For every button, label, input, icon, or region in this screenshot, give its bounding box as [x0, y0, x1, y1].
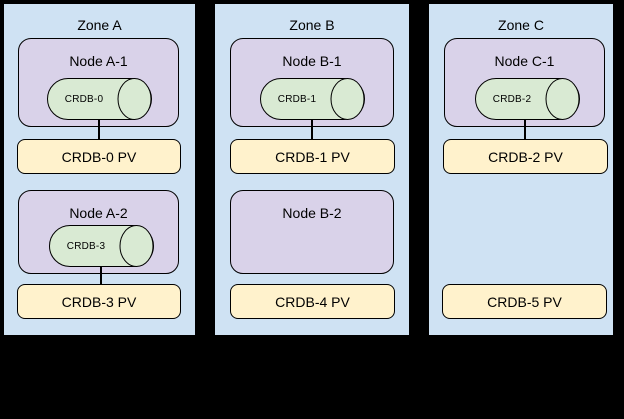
zone-c-title: Zone C	[498, 17, 544, 33]
database-cylinder-icon	[49, 225, 154, 267]
database-cylinder-icon	[47, 78, 152, 120]
pv-crdb-5: CRDB-5 PV	[442, 284, 607, 319]
node-b-2-title: Node B-2	[282, 205, 342, 221]
node-a-2-title: Node A-2	[69, 205, 128, 221]
database-cylinder-icon	[475, 78, 580, 120]
connector-line	[100, 266, 102, 284]
zone-b-title: Zone B	[289, 17, 335, 33]
connector-line	[98, 119, 100, 139]
pod-crdb-3: CRDB-3	[49, 225, 154, 267]
pod-crdb-2: CRDB-2	[475, 78, 580, 120]
pv-crdb-2: CRDB-2 PV	[443, 139, 608, 174]
pod-crdb-1: CRDB-1	[260, 78, 365, 120]
pod-crdb-0-label: CRDB-0	[64, 93, 104, 105]
pod-crdb-3-label: CRDB-3	[66, 240, 106, 252]
pv-crdb-3-label: CRDB-3 PV	[61, 293, 137, 310]
node-b-1-title: Node B-1	[282, 53, 342, 69]
pv-crdb-4: CRDB-4 PV	[230, 284, 395, 319]
node-b-2-box: Node B-2	[230, 190, 394, 274]
connector-line	[311, 119, 313, 139]
zone-a-title: Zone A	[77, 17, 122, 33]
database-cylinder-icon	[260, 78, 365, 120]
node-c-1-title: Node C-1	[494, 53, 555, 69]
node-a-1-box: Node A-1 CRDB-0	[18, 38, 179, 127]
pv-crdb-3: CRDB-3 PV	[17, 284, 181, 319]
node-a-2-box: Node A-2 CRDB-3	[18, 190, 179, 274]
pv-crdb-5-label: CRDB-5 PV	[487, 293, 562, 310]
pod-crdb-1-label: CRDB-1	[277, 93, 317, 105]
pv-crdb-0: CRDB-0 PV	[17, 139, 181, 174]
node-a-1-title: Node A-1	[69, 53, 128, 69]
node-c-1-box: Node C-1 CRDB-2	[444, 38, 605, 127]
pod-crdb-2-label: CRDB-2	[492, 93, 532, 105]
node-b-1-box: Node B-1 CRDB-1	[230, 38, 394, 127]
pod-crdb-0: CRDB-0	[47, 78, 152, 120]
pv-crdb-4-label: CRDB-4 PV	[275, 293, 350, 310]
zone-b-container: Zone B Node B-1 CRDB-1 CRDB-1 PV Node B-…	[214, 3, 410, 336]
pv-crdb-0-label: CRDB-0 PV	[61, 148, 137, 165]
zone-c-container: Zone C Node C-1 CRDB-2 CRDB-2 PV CRDB-5 …	[428, 3, 614, 336]
pv-crdb-1: CRDB-1 PV	[230, 139, 395, 174]
connector-line	[524, 119, 526, 139]
pv-crdb-1-label: CRDB-1 PV	[275, 148, 350, 165]
pv-crdb-2-label: CRDB-2 PV	[488, 148, 563, 165]
zone-a-container: Zone A Node A-1 CRDB-0 CRDB-0 PV Node A-…	[3, 3, 196, 336]
